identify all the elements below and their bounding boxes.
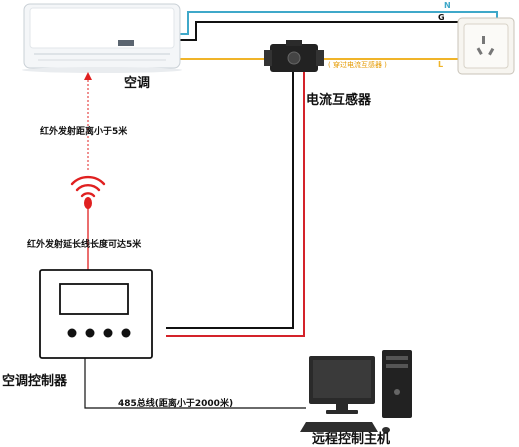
host-label: 远程控制主机: [312, 432, 391, 447]
ir-distance-label: 红外发射距离小于5米: [40, 127, 128, 137]
ir-signal-icon: [70, 175, 106, 198]
wall-socket-icon: [457, 17, 515, 75]
sensor-label: 电流互感器: [306, 93, 372, 108]
air-conditioner-icon: [22, 3, 182, 73]
current-sensor-icon: [264, 40, 324, 72]
wire-485-bus: [84, 358, 306, 409]
through-sensor-label: ( 穿过电流互感器 ): [328, 61, 387, 69]
bus-label: 485总线(距离小于2000米): [118, 399, 234, 409]
computer-icon: [300, 350, 412, 433]
wire-l-label: L: [438, 60, 444, 69]
wire-n-label: N: [444, 1, 451, 10]
controller-label: 空调控制器: [2, 374, 68, 389]
wire-g-label: G: [438, 13, 445, 22]
wire-black-sensor: [166, 72, 294, 329]
ir-emitter-icon: [84, 197, 92, 209]
ac-label: 空调: [124, 76, 151, 91]
wire-red-sensor: [166, 72, 305, 337]
ir-arrow-icon: [84, 72, 92, 80]
wire-g: [180, 21, 489, 41]
controller-icon: [39, 269, 153, 359]
ir-extension-label: 红外发射延长线长度可达5米: [27, 240, 142, 250]
